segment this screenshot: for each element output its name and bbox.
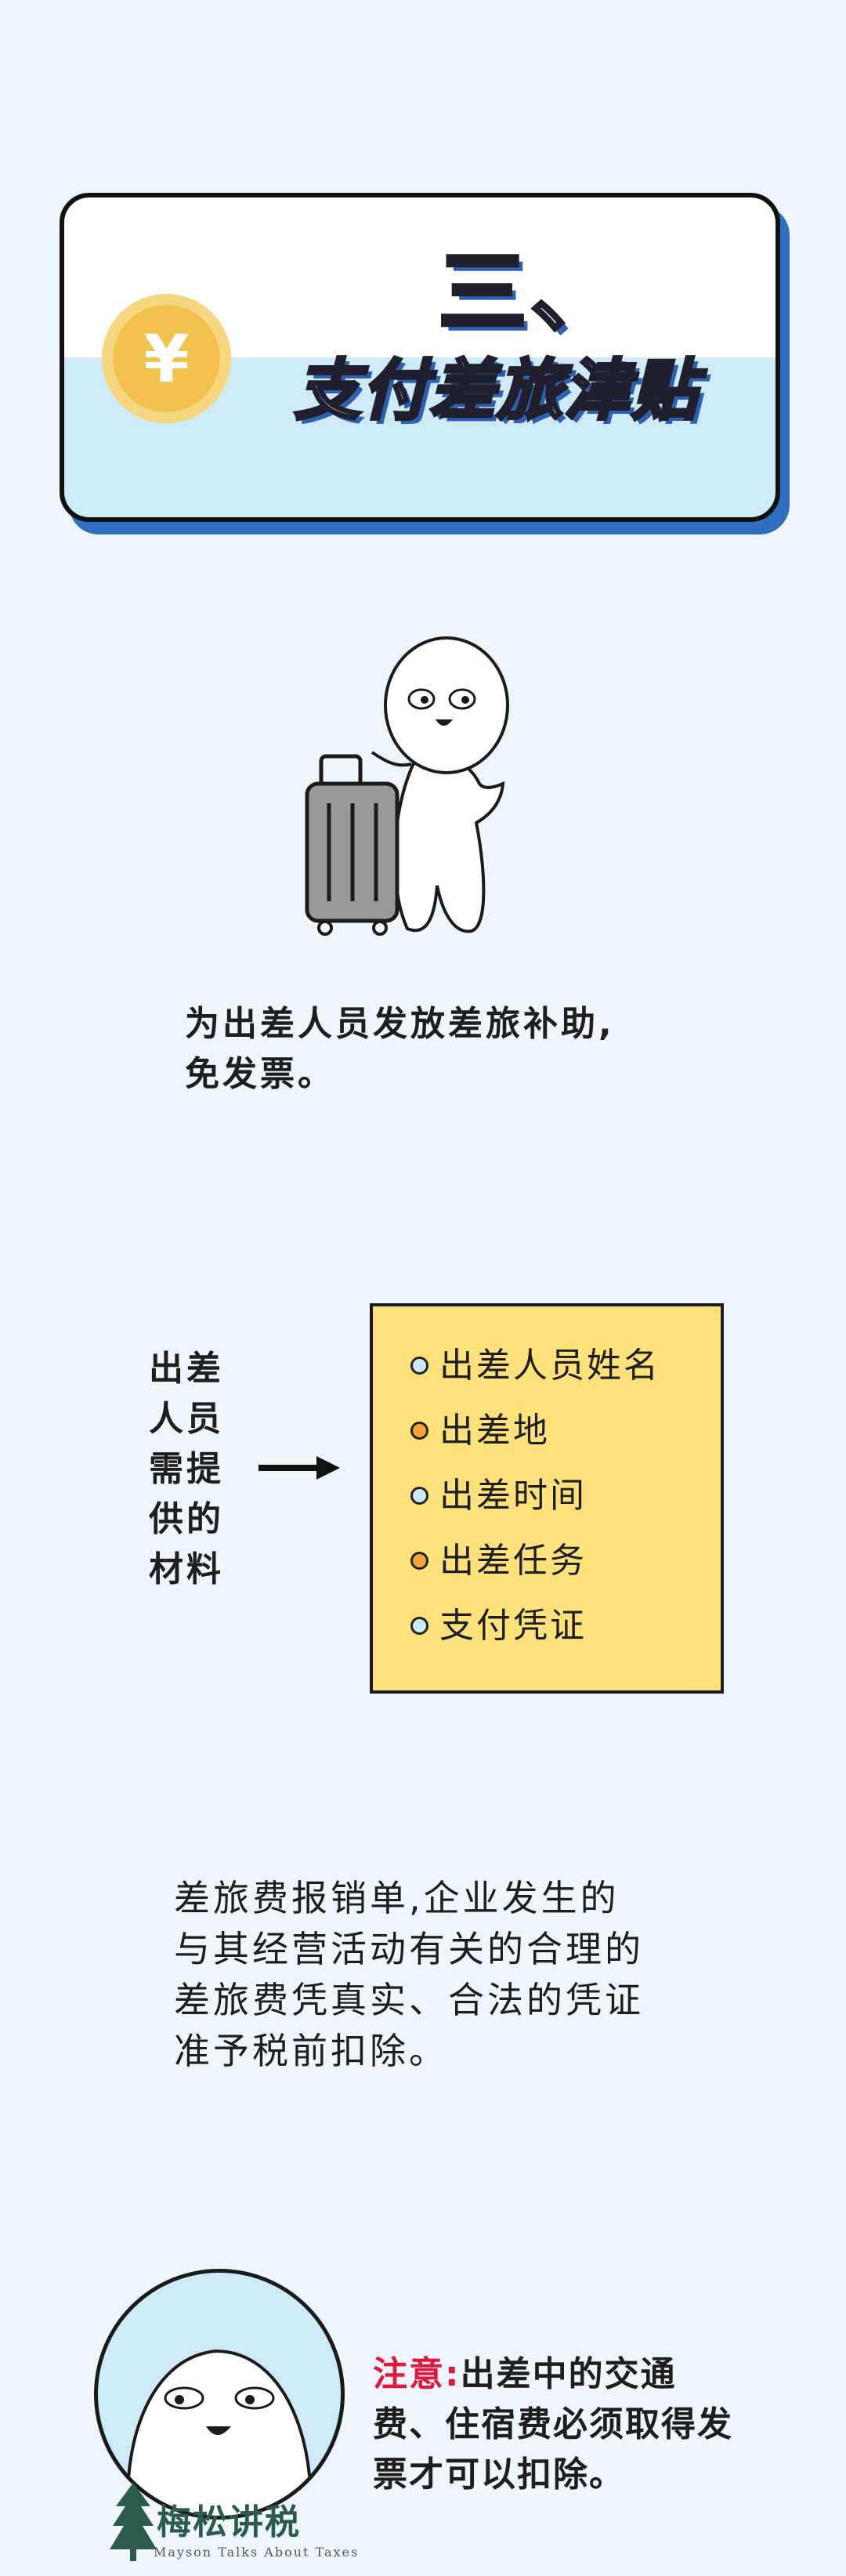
materials-label: 出差 人员 需提 供的 材料	[149, 1344, 243, 1595]
list-item-text: 出差人员姓名	[439, 1346, 660, 1386]
bullet-dot-icon	[410, 1617, 428, 1635]
expense-paragraph: 差旅费报销单,企业发生的 与其经营活动有关的合理的 差旅费凭真实、合法的凭证 准…	[174, 1873, 707, 2077]
list-item: 出差时间	[410, 1463, 721, 1528]
list-item: 出差地	[410, 1398, 721, 1463]
bullet-dot-icon	[410, 1552, 428, 1570]
list-item-text: 出差时间	[439, 1476, 587, 1516]
intro-line: 免发票。	[185, 1054, 335, 1094]
list-item: 支付凭证	[410, 1593, 721, 1658]
note-highlight: 注意:	[373, 2354, 461, 2394]
logo-name: 梅松讲税	[157, 2502, 301, 2542]
label-line: 出差	[149, 1349, 224, 1389]
list-item: 出差任务	[410, 1528, 721, 1593]
materials-list: 出差人员姓名 出差地 出差时间 出差任务 支付凭证	[373, 1306, 721, 1658]
avatar-face	[126, 2349, 313, 2516]
character-body	[392, 756, 505, 933]
coin-symbol: ¥	[143, 320, 190, 397]
bullet-dot-icon	[410, 1487, 428, 1505]
pine-tree-icon	[110, 2483, 157, 2561]
bullet-dot-icon	[410, 1422, 428, 1440]
expense-line: 差旅费报销单,企业发生的	[174, 1877, 620, 1919]
expense-line: 与其经营活动有关的合理的	[174, 1928, 644, 1970]
label-line: 材料	[149, 1549, 224, 1589]
note-text: 注意:出差中的交通 费、住宿费必须取得发 票才可以扣除。	[373, 2350, 749, 2500]
note-line: 费、住宿费必须取得发	[373, 2404, 733, 2444]
traveler-illustration	[305, 636, 509, 936]
list-item-text: 出差地	[439, 1411, 550, 1451]
character-head	[384, 636, 509, 774]
character-avatar	[94, 2269, 345, 2520]
section-number: 三、	[437, 242, 624, 344]
label-line: 供的	[149, 1499, 224, 1539]
section-title: 支付差旅津贴	[293, 352, 700, 429]
note-line: 票才可以扣除。	[373, 2455, 625, 2494]
note-line: 出差中的交通	[460, 2354, 677, 2394]
label-line: 需提	[149, 1449, 224, 1489]
list-item: 出差人员姓名	[410, 1333, 721, 1398]
expense-line: 准予税前扣除。	[174, 2030, 448, 2072]
label-line: 人员	[149, 1399, 224, 1439]
intro-line: 为出差人员发放差旅补助,	[185, 1004, 615, 1044]
logo-subtitle: Mayson Talks About Taxes	[154, 2545, 360, 2560]
bullet-dot-icon	[410, 1357, 428, 1375]
expense-line: 差旅费凭真实、合法的凭证	[174, 1979, 644, 2021]
intro-paragraph: 为出差人员发放差旅补助, 免发票。	[185, 999, 733, 1100]
list-item-text: 支付凭证	[439, 1606, 587, 1646]
right-arrow-icon	[258, 1456, 340, 1480]
materials-box: 出差人员姓名 出差地 出差时间 出差任务 支付凭证	[370, 1303, 724, 1694]
list-item-text: 出差任务	[439, 1541, 587, 1581]
yen-coin-icon: ¥	[102, 294, 231, 423]
